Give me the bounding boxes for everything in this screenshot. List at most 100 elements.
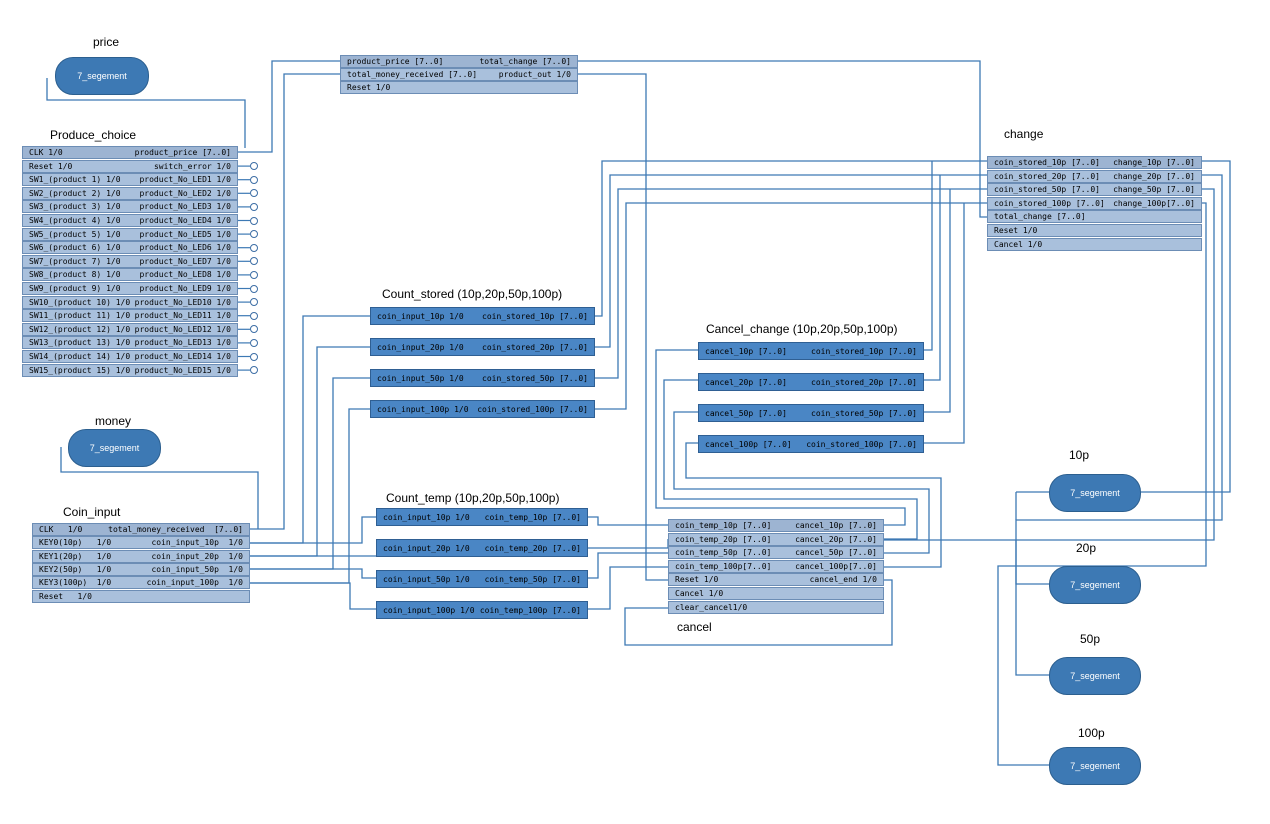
output-port-label: coin_input_20p 1/0 [151,551,243,561]
output-port-label: product_No_LED15 1/0 [134,365,231,375]
output-port-label: product_No_LED2 1/0 [139,188,231,198]
wire [595,160,987,317]
change-block: coin_stored_10p [7..0] change_10p [7..0] c… [987,156,1202,251]
input-port-label: coin_stored_20p [7..0] [994,171,1100,181]
output-port-label: product_No_LED12 1/0 [134,324,231,334]
wire [1015,174,1223,585]
seven-segment-100p: 7_segement [1049,747,1141,785]
produce-choice-label: Produce_choice [50,128,137,142]
output-port-label: product_No_LED7 1/0 [139,256,231,266]
price-seven-segment: 7_segement [55,57,149,95]
price-label: price [93,35,120,49]
port-row: total_change [7..0] [987,210,1202,224]
output-pin-circle [250,284,258,293]
port-row: Reset 1/0 [340,81,578,94]
output-pin-circle [250,270,258,279]
output-pin-circle [250,175,258,184]
output-port-label: cancel_20p [7..0] [795,534,877,544]
port-row: coin_temp_100p[7..0]cancel_100p[7..0] [668,559,884,573]
output-pin-circle [250,366,258,375]
wire [595,188,987,379]
input-port-label: coin_temp_20p [7..0] [675,534,772,544]
output-port-label: total_change [7..0] [479,57,571,66]
output-port-label: product_No_LED11 1/0 [134,311,231,321]
output-port-label: coin_temp_50p [7..0] [484,574,581,584]
cancel-change-label: Cancel_change (10p,20p,50p,100p) [706,322,898,336]
output-port-label: product_No_LED13 1/0 [134,338,231,348]
input-port-label: SW5_(product 5) 1/0 [29,229,121,239]
output-port-label: product_No_LED1 1/0 [139,175,231,185]
output-port-label: change_50p [7..0] [1113,185,1195,195]
wire [250,568,376,579]
input-port-label: coin_stored_100p [7..0] [994,198,1105,208]
output-port-label: cancel_end 1/0 [809,575,877,585]
port-row: coin_temp_20p [7..0] cancel_20p [7..0] [668,532,884,546]
output-port-label: product_No_LED6 1/0 [139,243,231,253]
input-port-label: coin_stored_10p [7..0] [994,158,1100,167]
wire [595,202,987,410]
input-port-label: SW6_(product 6) 1/0 [29,243,121,253]
count-temp-label: Count_temp (10p,20p,50p,100p) [386,491,560,505]
wire [685,442,942,568]
input-port-label: KEY3(100p) 1/0 [39,578,112,588]
seven-segment-50p: 7_segement [1049,657,1141,695]
output-port-label: cancel_10p [7..0] [795,521,877,530]
input-port-label: Reset 1/0 [39,591,92,601]
output-pin-circle [250,338,258,347]
wire [1140,160,1231,493]
input-port-label: total_money_received [7..0] [347,70,478,79]
input-port-label: CLK 1/0 [29,148,63,157]
port-row: coin_input_100p 1/0 coin_temp_100p [7..0] [376,601,588,619]
wire [1015,540,1050,676]
input-port-label: cancel_50p [7..0] [705,408,787,418]
output-port-label: product_No_LED4 1/0 [139,216,231,225]
top-module-block: product_price [7..0]total_change [7..0]t… [340,55,578,94]
input-port-label: coin_input_100p 1/0 [377,404,469,414]
output-pin-circle [250,162,258,171]
input-port-label: Cancel 1/0 [994,239,1043,249]
input-port-label: Reset 1/0 [347,83,391,92]
wire [578,60,987,218]
output-port-label: change_100p[7..0] [1113,198,1195,208]
output-pin-circle [250,298,258,307]
wire [624,579,893,646]
output-pin-circle [250,230,258,239]
input-port-label: coin_input_10p 1/0 [383,512,470,522]
seven-segment-10p: 7_segement [1049,474,1141,512]
output-port-label: product_No_LED10 1/0 [134,297,231,307]
input-port-label: cancel_20p [7..0] [705,377,787,387]
wire [250,73,340,530]
input-port-label: Reset 1/0 [675,575,719,585]
output-port-label: cancel_50p [7..0] [795,548,877,558]
wire [588,552,668,579]
wire [924,189,951,413]
output-port-label: coin_input_10p 1/0 [151,538,243,548]
input-port-label: SW11_(product 11) 1/0 [29,311,131,321]
output-pin-circle [250,257,258,266]
coin-input-label: Coin_input [63,505,121,519]
wire [60,447,259,529]
output-port-label: change_10p [7..0] [1113,158,1195,167]
wire [884,188,1215,541]
output-port-label: cancel_100p[7..0] [795,561,877,571]
output-port-label: product_out 1/0 [498,70,571,79]
seven-segment-20p: 7_segement [1049,566,1141,604]
output-port-label: coin_temp_100p [7..0] [479,605,581,615]
input-port-label: coin_input_100p 1/0 [383,605,475,615]
output-port-label: change_20p [7..0] [1113,171,1195,181]
